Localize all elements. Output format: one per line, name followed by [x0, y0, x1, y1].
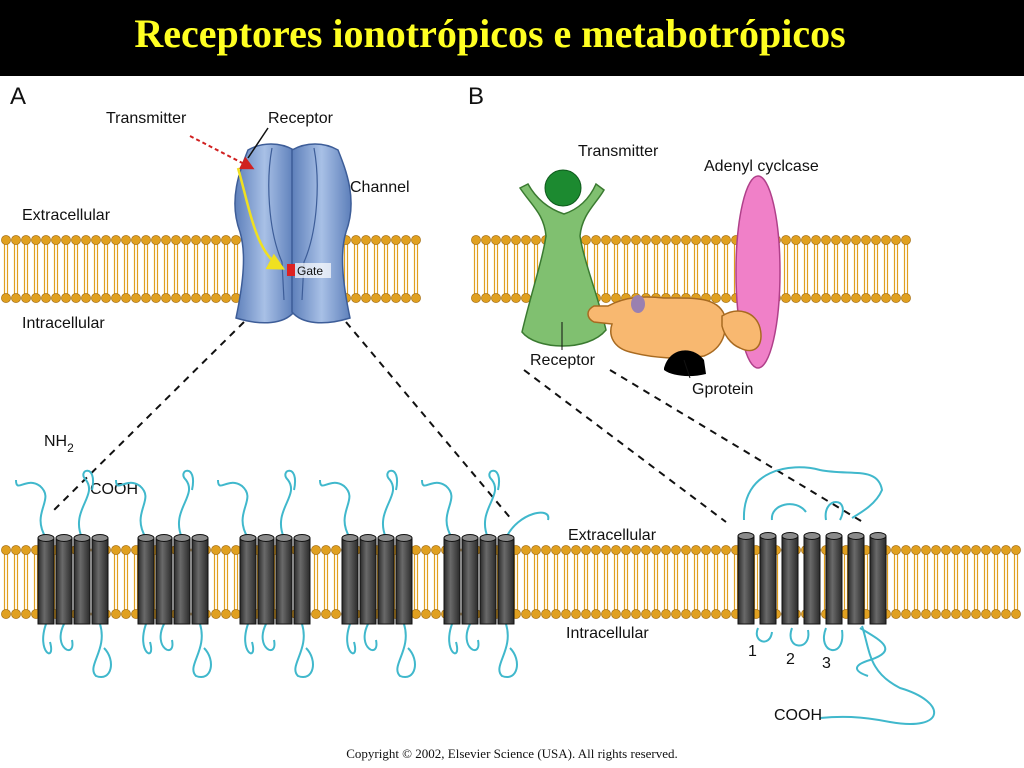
gate-label: Gate — [297, 264, 323, 278]
polypeptide-chains-left — [15, 469, 550, 678]
cooh-label-right: COOH — [774, 707, 822, 724]
zoom-line-b-left — [523, 369, 727, 523]
panel-b-transmitter-label: Transmitter — [578, 143, 659, 160]
panel-b-receptor-label: Receptor — [530, 352, 596, 369]
ion-channel — [234, 143, 352, 324]
zoom-line-b-right — [609, 369, 867, 525]
adenyl-cyclase-label: Adenyl cyclcase — [704, 158, 819, 175]
nh2-label: NH2 — [44, 433, 74, 455]
ion-flow-arrow — [236, 167, 286, 270]
bottom-intracellular-label: Intracellular — [566, 625, 649, 642]
panel-a-channel-label: Channel — [350, 179, 410, 196]
transmitter-molecule — [544, 169, 582, 207]
panel-a-intracellular-label: Intracellular — [22, 315, 105, 332]
loop-2-label: 2 — [786, 651, 795, 668]
bottom-extracellular-label: Extracellular — [568, 527, 657, 544]
polypeptide-chain-right — [742, 466, 935, 725]
metabotropic-receptor — [518, 182, 607, 347]
panel-a-letter: A — [10, 83, 26, 110]
cooh-label-left: COOH — [90, 481, 138, 498]
panel-a-receptor-label: Receptor — [268, 110, 334, 127]
loop-1-label: 1 — [748, 643, 757, 660]
slide-title: Receptores ionotrópicos e metabotrópicos — [134, 11, 846, 56]
transmitter-arrow — [189, 135, 255, 170]
copyright-notice: Copyright © 2002, Elsevier Science (USA)… — [346, 746, 678, 761]
panel-a-extracellular-label: Extracellular — [22, 207, 111, 224]
title-bar — [0, 0, 1024, 76]
transmembrane-helices-right — [737, 532, 887, 625]
receptor-pointer — [247, 127, 269, 159]
g-protein — [587, 295, 762, 377]
transmembrane-helices-left — [37, 534, 515, 625]
zoom-line-a-left — [49, 321, 245, 515]
zoom-line-a-right — [345, 321, 513, 521]
panel-b-letter: B — [468, 83, 484, 110]
gprotein-pointer — [683, 359, 691, 379]
membrane-panel-a — [1, 235, 421, 303]
panel-a-transmitter-label: Transmitter — [106, 110, 187, 127]
gprotein-label: Gprotein — [692, 381, 753, 398]
gate-marker — [287, 264, 295, 276]
loop-3-label: 3 — [822, 655, 831, 672]
